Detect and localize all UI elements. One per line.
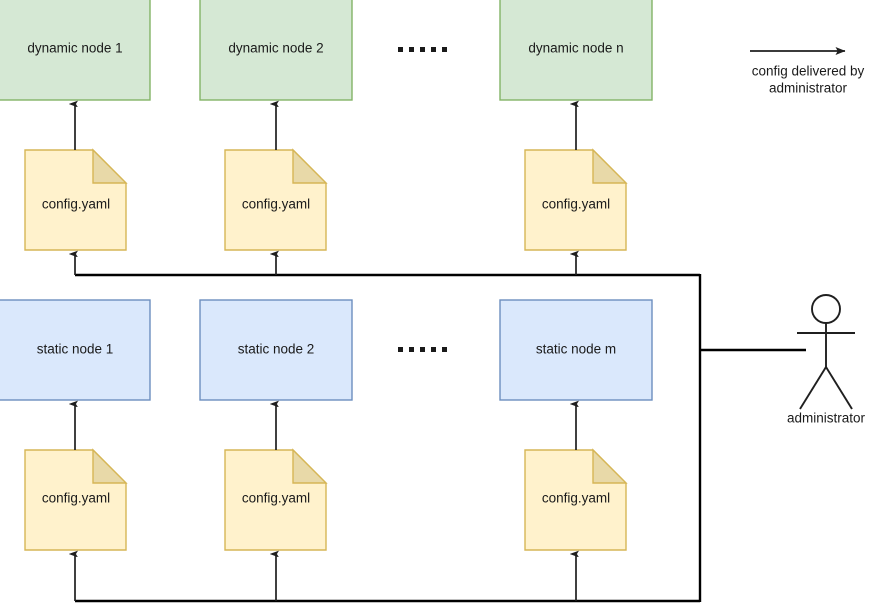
dynamic-node-1-label: dynamic node 1 (27, 41, 122, 56)
static-node-1[interactable]: static node 1 (0, 299, 151, 401)
administrator-actor[interactable]: administrator (787, 294, 866, 426)
dynamic-config-note-n-fold-icon (592, 148, 628, 184)
static-node-1-label: static node 1 (37, 342, 114, 357)
static-config-note-1-label: config.yaml (42, 491, 110, 506)
static-config-note-m-label: config.yaml (542, 491, 610, 506)
static-node-2-label: static node 2 (238, 342, 315, 357)
legend: config delivered by administrator (750, 47, 865, 96)
static-config-note-m-fold-icon (592, 448, 628, 484)
static-node-1-box[interactable] (0, 299, 151, 401)
dynamic-config-note-2-label: config.yaml (242, 197, 310, 212)
dynamic-node-2-label: dynamic node 2 (228, 41, 323, 56)
static-config-note-m[interactable]: config.yaml (524, 448, 628, 551)
static-config-note-1[interactable]: config.yaml (24, 448, 128, 551)
dynamic-config-note-1-label: config.yaml (42, 197, 110, 212)
static-config-note-2-label: config.yaml (242, 491, 310, 506)
stick-figure-actor-icon (797, 294, 855, 410)
static-row-ellipsis-icon (398, 347, 447, 352)
dynamic-node-n[interactable]: dynamic node n (499, 0, 653, 101)
static-config-note-1-fold-icon (92, 448, 128, 484)
legend-line-2: administrator (769, 81, 848, 96)
static-node-2[interactable]: static node 2 (199, 299, 353, 401)
static-config-note-2[interactable]: config.yaml (224, 448, 328, 551)
dynamic-node-n-label: dynamic node n (528, 41, 623, 56)
static-node-m-label: static node m (536, 342, 616, 357)
dynamic-config-note-n[interactable]: config.yaml (524, 148, 628, 251)
legend-line-1: config delivered by (752, 64, 865, 79)
static-node-m[interactable]: static node m (499, 299, 653, 401)
administrator-actor-label: administrator (787, 411, 866, 426)
static-config-note-2-fold-icon (292, 448, 328, 484)
dynamic-config-note-2[interactable]: config.yaml (224, 148, 328, 251)
dynamic-row-ellipsis-icon (398, 47, 447, 52)
dynamic-config-note-2-fold-icon (292, 148, 328, 184)
dynamic-node-2[interactable]: dynamic node 2 (199, 0, 353, 101)
dynamic-node-1-box[interactable] (0, 0, 151, 101)
dynamic-node-1[interactable]: dynamic node 1 (0, 0, 151, 101)
dynamic-config-note-1[interactable]: config.yaml (24, 148, 128, 251)
config-delivery-bus (75, 273, 806, 603)
static-node-2-box[interactable] (199, 299, 353, 401)
dynamic-node-n-box[interactable] (499, 0, 653, 101)
dynamic-node-2-box[interactable] (199, 0, 353, 101)
static-node-m-box[interactable] (499, 299, 653, 401)
dynamic-config-note-n-label: config.yaml (542, 197, 610, 212)
dynamic-config-note-1-fold-icon (92, 148, 128, 184)
